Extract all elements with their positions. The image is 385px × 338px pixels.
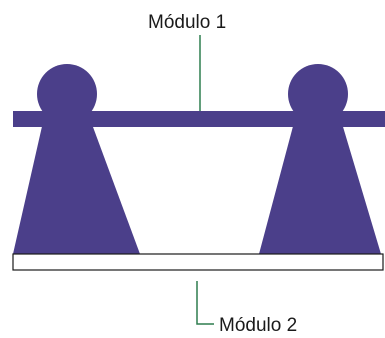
module-1-label: Módulo 1 [148,12,226,33]
left-figure [13,64,140,254]
right-figure-body [259,100,381,254]
module-2-label: Módulo 2 [219,315,297,336]
right-figure-head [288,64,348,124]
right-figure [259,64,381,254]
left-figure-body [13,100,140,254]
module-2-leader-line [196,281,214,325]
module-2-base [12,253,384,271]
left-figure-head [37,64,97,124]
module-1-bar [13,111,385,127]
